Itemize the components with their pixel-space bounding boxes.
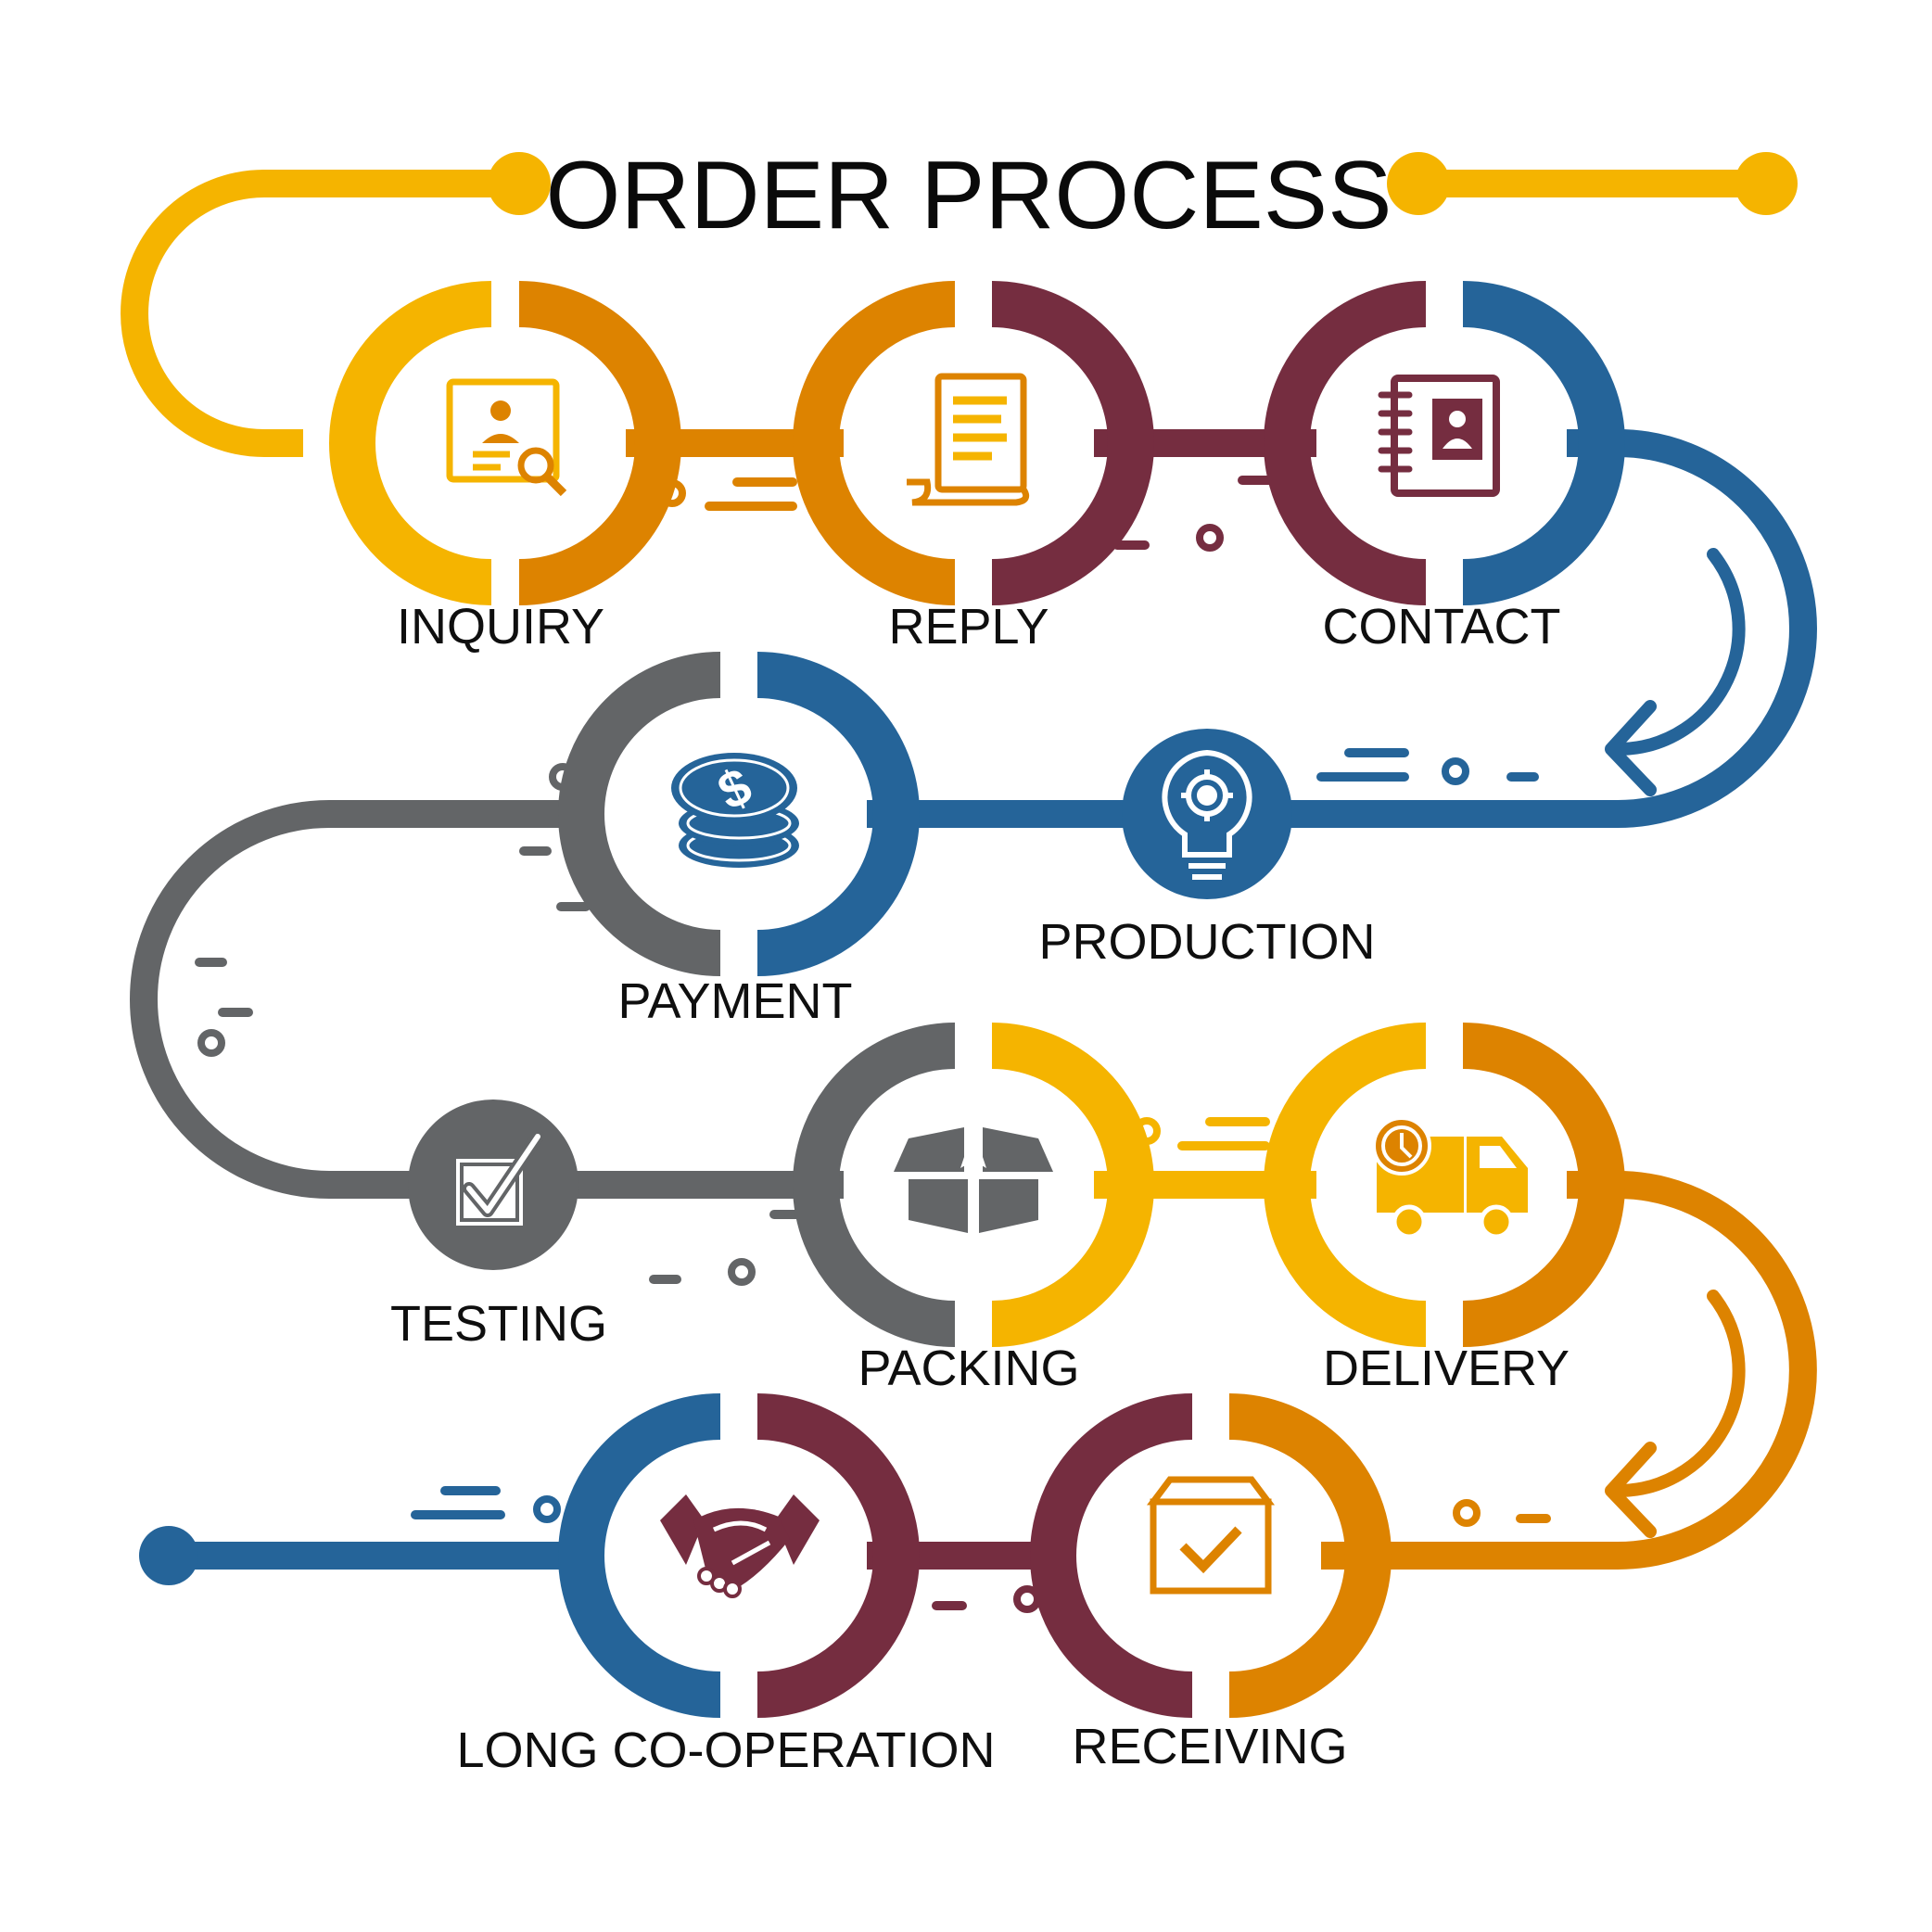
open-box-icon (894, 1127, 1053, 1233)
return-arrow-2 (1616, 1290, 1746, 1497)
path-bend-left (130, 800, 417, 1199)
title-group: ORDER PROCESS (250, 142, 1798, 249)
deco-dot (1442, 757, 1469, 785)
ring-half-left (793, 1023, 956, 1347)
step-label-packing: PACKING (858, 1341, 1079, 1396)
document-icon (907, 373, 1030, 506)
return-arrows (1605, 548, 1746, 1538)
step-label-contact: CONTACT (1323, 599, 1561, 655)
decorations (195, 476, 1551, 1613)
step-label-long-cooperation: LONG CO-OPERATION (456, 1722, 995, 1778)
deco-dot (1196, 524, 1224, 552)
title-dot-left (488, 152, 551, 215)
ring-half-left (793, 281, 956, 605)
return-arrow-head-1 (1605, 700, 1657, 796)
page-title: ORDER PROCESS (545, 142, 1392, 249)
ring-half-left (1030, 1393, 1193, 1718)
step-label-payment: PAYMENT (617, 973, 852, 1029)
delivery-truck-icon (1372, 1116, 1528, 1239)
path-end-dot (139, 1526, 198, 1585)
ring-half-right (1228, 1393, 1392, 1718)
step-inquiry (329, 281, 681, 605)
step-label-delivery: DELIVERY (1323, 1341, 1570, 1396)
contact-book-icon (1378, 375, 1500, 497)
checkbox-icon (456, 1130, 544, 1226)
ring-half-right (991, 1023, 1154, 1347)
ring-half-right (991, 281, 1154, 605)
step-label-reply: REPLY (888, 599, 1049, 655)
deco-dot (197, 1029, 225, 1057)
step-contact (1264, 281, 1625, 605)
path-bend-right-2 (1321, 1171, 1817, 1570)
step-production (1122, 729, 1292, 899)
ring-half-left (558, 652, 721, 976)
ring-half-left (1264, 281, 1427, 605)
path-bend-right-1 (1284, 429, 1817, 828)
inquiry-search-icon (446, 378, 567, 497)
ring-half-left (558, 1393, 721, 1718)
path-start-arc (121, 170, 303, 457)
return-arrow-1 (1616, 548, 1746, 756)
step-label-testing: TESTING (390, 1296, 607, 1352)
coins-icon: $ (671, 753, 799, 868)
step-label-receiving: RECEIVING (1072, 1719, 1347, 1774)
deco-dot (728, 1258, 756, 1286)
title-dot-right-outer (1735, 152, 1798, 215)
step-labels: INQUIRY REPLY CONTACT PRODUCTION PAYMENT… (390, 599, 1570, 1778)
step-packing (793, 1023, 1154, 1347)
step-label-production: PRODUCTION (1039, 914, 1376, 970)
ring-half-right (1462, 1023, 1625, 1347)
ring-half-left (1264, 1023, 1427, 1347)
ring-half-right (518, 281, 681, 605)
lightbulb-gear-icon (1162, 749, 1252, 880)
deco-dot (533, 1495, 561, 1523)
step-testing (408, 1099, 578, 1270)
deco-dot (1453, 1499, 1481, 1527)
return-arrow-head-2 (1605, 1442, 1657, 1538)
ring-half-left (329, 281, 492, 605)
ring-half-right (756, 652, 920, 976)
ring-half-right (756, 1393, 920, 1718)
step-payment: $ (558, 652, 920, 976)
received-box-icon (1147, 1476, 1275, 1595)
handshake-icon (660, 1494, 820, 1598)
step-label-inquiry: INQUIRY (397, 599, 604, 655)
ring-half-right (1462, 281, 1625, 605)
step-reply (793, 281, 1154, 605)
step-long-cooperation (558, 1393, 920, 1718)
step-delivery (1264, 1023, 1625, 1347)
step-receiving (1030, 1393, 1392, 1718)
